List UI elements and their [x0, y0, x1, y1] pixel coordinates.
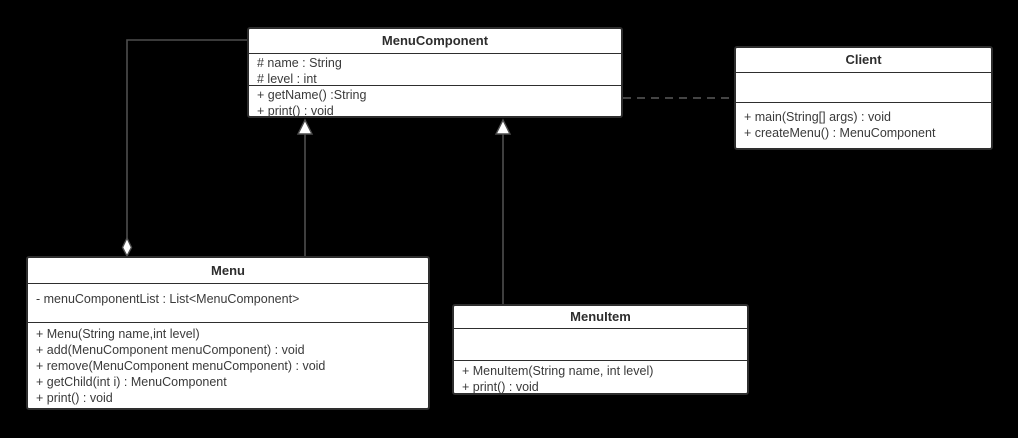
class-attributes-empty	[454, 329, 747, 361]
generalization-triangle	[296, 118, 314, 135]
class-box-client[interactable]: Client + main(String[] args) : void + cr…	[734, 46, 993, 150]
class-methods: + getName() :String + print() : void	[249, 86, 621, 116]
method: + createMenu() : MenuComponent	[744, 126, 936, 140]
class-attributes-empty	[736, 73, 991, 103]
class-attributes: - menuComponentList : List<MenuComponent…	[28, 284, 428, 323]
method: + print() : void	[36, 391, 113, 405]
method: + print() : void	[257, 104, 334, 116]
aggregation-connector-menu-menucomponent[interactable]	[121, 39, 248, 258]
method: + remove(MenuComponent menuComponent) : …	[36, 359, 326, 373]
class-title: MenuComponent	[249, 29, 621, 54]
class-title: MenuItem	[454, 306, 747, 329]
aggregation-diamond	[121, 236, 133, 258]
method: + print() : void	[462, 380, 539, 393]
class-methods: + MenuItem(String name, int level) + pri…	[454, 361, 747, 393]
method: + add(MenuComponent menuComponent) : voi…	[36, 343, 305, 357]
attribute: # name : String	[257, 56, 342, 70]
class-methods: + main(String[] args) : void + createMen…	[736, 103, 991, 148]
class-title: Client	[736, 48, 991, 73]
method: + main(String[] args) : void	[744, 110, 891, 124]
attribute: - menuComponentList : List<MenuComponent…	[36, 292, 300, 306]
generalization-triangle	[494, 118, 512, 135]
generalization-connector-menu[interactable]	[296, 118, 314, 256]
method: + getName() :String	[257, 88, 367, 102]
generalization-connector-menuitem[interactable]	[494, 118, 512, 304]
method: + Menu(String name,int level)	[36, 327, 200, 341]
class-box-menucomponent[interactable]: MenuComponent # name : String # level : …	[247, 27, 623, 118]
class-attributes: # name : String # level : int	[249, 54, 621, 86]
class-box-menu[interactable]: Menu - menuComponentList : List<MenuComp…	[26, 256, 430, 410]
method: + MenuItem(String name, int level)	[462, 364, 654, 378]
class-title: Menu	[28, 258, 428, 284]
class-box-menuitem[interactable]: MenuItem + MenuItem(String name, int lev…	[452, 304, 749, 395]
attribute: # level : int	[257, 72, 317, 86]
class-methods: + Menu(String name,int level) + add(Menu…	[28, 323, 428, 408]
method: + getChild(int i) : MenuComponent	[36, 375, 227, 389]
